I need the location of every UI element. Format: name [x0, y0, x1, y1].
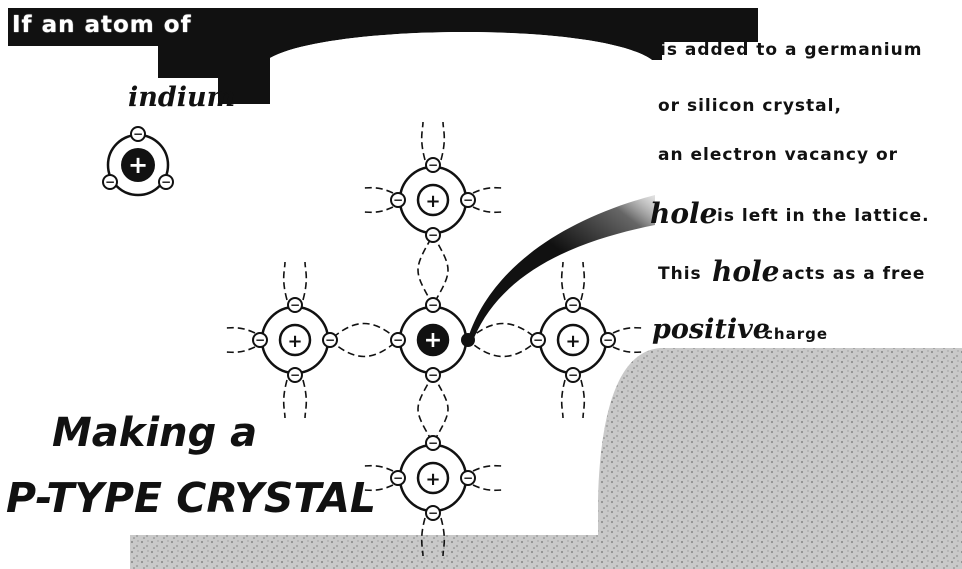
electron: − — [323, 333, 337, 347]
statement-line-3: an electron vacancy or — [658, 145, 898, 165]
svg-text:−: − — [463, 193, 473, 207]
hole-word-1: hole — [650, 197, 717, 230]
germanium-atom-west: + − − − − — [253, 298, 337, 382]
statement-line-6: charge — [764, 325, 828, 343]
svg-text:−: − — [428, 298, 438, 312]
open-bond — [473, 188, 505, 213]
bond-west — [330, 324, 398, 357]
electron: − — [159, 175, 173, 189]
nucleus-plus: + — [287, 331, 302, 352]
intro-element: indium — [128, 82, 235, 113]
svg-text:−: − — [393, 333, 403, 347]
title-line-2: P-TYPE CRYSTAL — [6, 474, 376, 522]
svg-text:−: − — [290, 298, 300, 312]
germanium-atom-north: + − − − − — [391, 158, 475, 242]
electron: − — [531, 333, 545, 347]
germanium-atom-south: + − − − − — [391, 436, 475, 520]
svg-text:−: − — [428, 436, 438, 450]
germanium-atom-east: + − − − − — [531, 298, 615, 382]
electron: − — [131, 127, 145, 141]
electron: − — [461, 471, 475, 485]
open-bond — [562, 380, 585, 418]
statement-line-5-rest: acts as a free — [782, 264, 925, 284]
open-bond — [361, 188, 393, 213]
svg-text:−: − — [568, 368, 578, 382]
hole-word-2: hole — [712, 255, 779, 288]
electron: − — [426, 158, 440, 172]
nucleus-plus: + — [425, 469, 440, 490]
svg-text:−: − — [393, 471, 403, 485]
svg-text:−: − — [428, 158, 438, 172]
svg-text:−: − — [161, 175, 171, 189]
electron: − — [426, 298, 440, 312]
svg-text:−: − — [428, 368, 438, 382]
indium-atom-center: + − − − — [391, 298, 466, 382]
svg-text:−: − — [393, 193, 403, 207]
electron: − — [461, 193, 475, 207]
svg-text:−: − — [105, 175, 115, 189]
statement-line-5-prefix: This — [658, 264, 702, 284]
nucleus-plus: + — [425, 191, 440, 212]
statement-line-1: is added to a germanium — [660, 40, 922, 60]
svg-text:−: − — [603, 333, 613, 347]
hole-dot — [461, 333, 475, 347]
statement-line-4: is left in the lattice. — [717, 206, 930, 226]
svg-text:−: − — [133, 127, 143, 141]
statement-line-2: or silicon crystal, — [658, 96, 842, 116]
electron: − — [426, 228, 440, 242]
texture-background — [130, 348, 962, 569]
electron: − — [426, 436, 440, 450]
positive-word: positive — [652, 314, 770, 345]
indium-atom-isolated: +−−− — [103, 127, 173, 195]
svg-text:−: − — [463, 471, 473, 485]
electron: − — [566, 298, 580, 312]
open-bond — [422, 122, 445, 160]
nucleus-plus: + — [565, 331, 580, 352]
electron: − — [391, 471, 405, 485]
open-bond — [284, 262, 307, 300]
open-bond — [562, 262, 585, 300]
svg-text:−: − — [290, 368, 300, 382]
svg-text:−: − — [325, 333, 335, 347]
electron: − — [601, 333, 615, 347]
svg-text:+: + — [128, 151, 148, 179]
intro-prefix: If an atom of — [12, 12, 192, 38]
electron: − — [391, 333, 405, 347]
bond-north — [418, 235, 448, 305]
lattice-atoms: +−−−−+−−−−+−−−−+−−−−+−−−+−−− — [103, 127, 615, 520]
svg-text:−: − — [428, 506, 438, 520]
bond-south — [418, 375, 448, 443]
open-bond — [284, 380, 307, 418]
electron: − — [426, 368, 440, 382]
electron: − — [288, 298, 302, 312]
open-bond — [613, 328, 645, 353]
electron: − — [391, 193, 405, 207]
bond-east — [468, 324, 538, 357]
open-bond — [223, 328, 255, 353]
svg-text:−: − — [533, 333, 543, 347]
nucleus-plus: + — [424, 328, 442, 353]
title-line-1: Making a — [52, 410, 257, 456]
open-bond — [473, 466, 505, 491]
electron: − — [288, 368, 302, 382]
svg-text:−: − — [428, 228, 438, 242]
electron: − — [253, 333, 267, 347]
electron: − — [426, 506, 440, 520]
electron: − — [103, 175, 117, 189]
svg-text:−: − — [568, 298, 578, 312]
electron: − — [566, 368, 580, 382]
svg-text:−: − — [255, 333, 265, 347]
